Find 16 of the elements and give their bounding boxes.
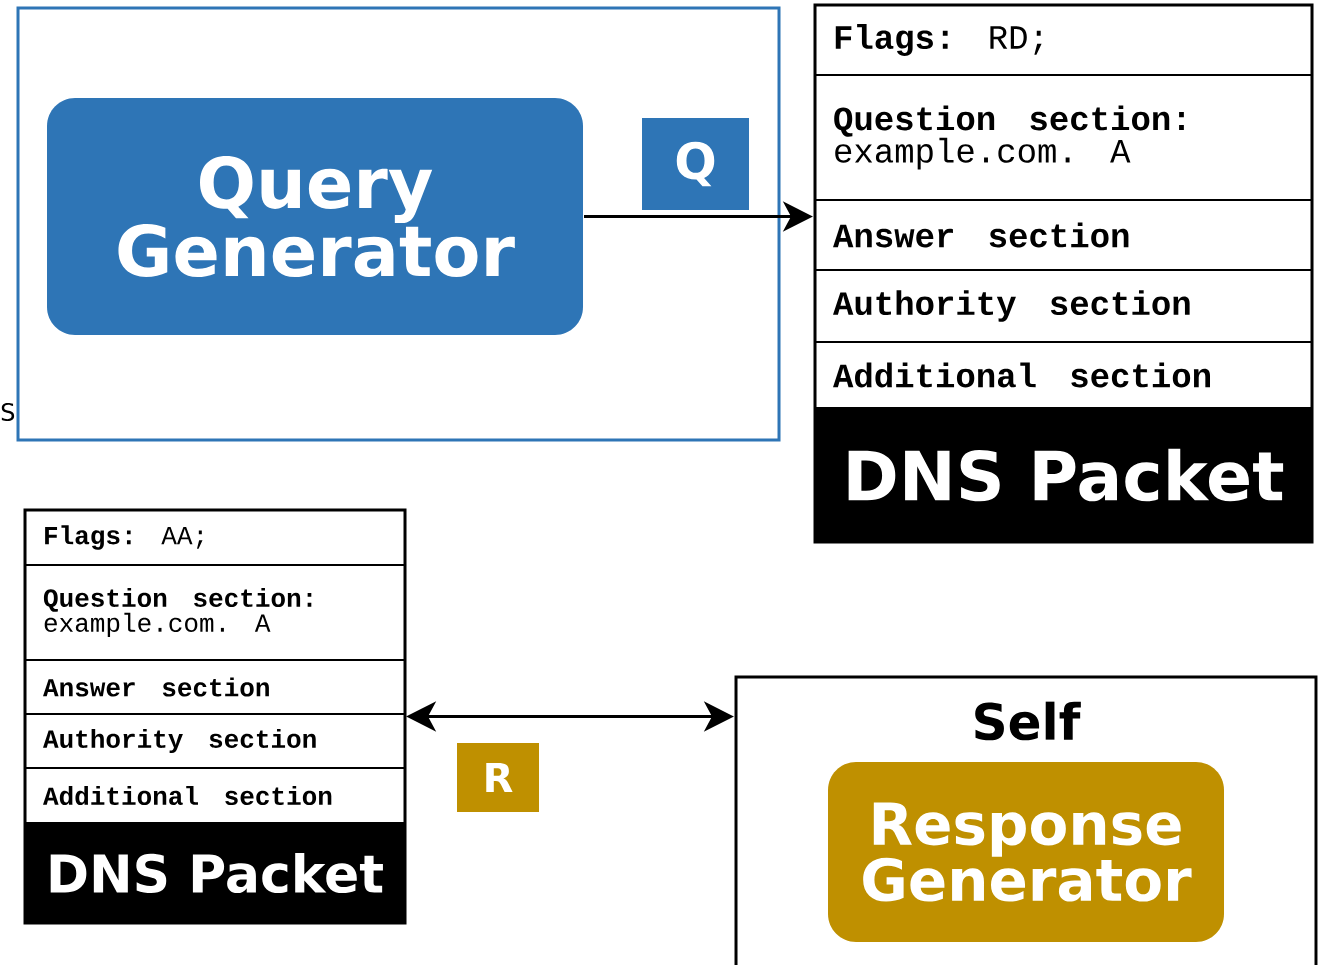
packet-row: Authority section bbox=[24, 713, 406, 769]
outer-frame bbox=[16, 6, 781, 442]
generator-box: Response Generator bbox=[828, 762, 1224, 942]
edge-label: R bbox=[457, 743, 539, 812]
packet-row: Authority section bbox=[814, 269, 1313, 343]
packet-row: Answer section bbox=[814, 199, 1313, 271]
packet-row: Flags: RD; bbox=[814, 4, 1313, 76]
generator-box: Query Generator bbox=[47, 98, 583, 335]
packet-row: Additional section bbox=[24, 767, 406, 824]
letter-label: S bbox=[1, 402, 15, 422]
packet-row: Question section: example.com. A bbox=[24, 564, 406, 661]
edge-label: Q bbox=[642, 118, 749, 210]
packet-row: Question section: example.com. A bbox=[814, 74, 1313, 201]
packet-row: Additional section bbox=[814, 341, 1313, 409]
packet-row: Answer section bbox=[24, 659, 406, 715]
packet-row: Flags: AA; bbox=[24, 509, 406, 566]
